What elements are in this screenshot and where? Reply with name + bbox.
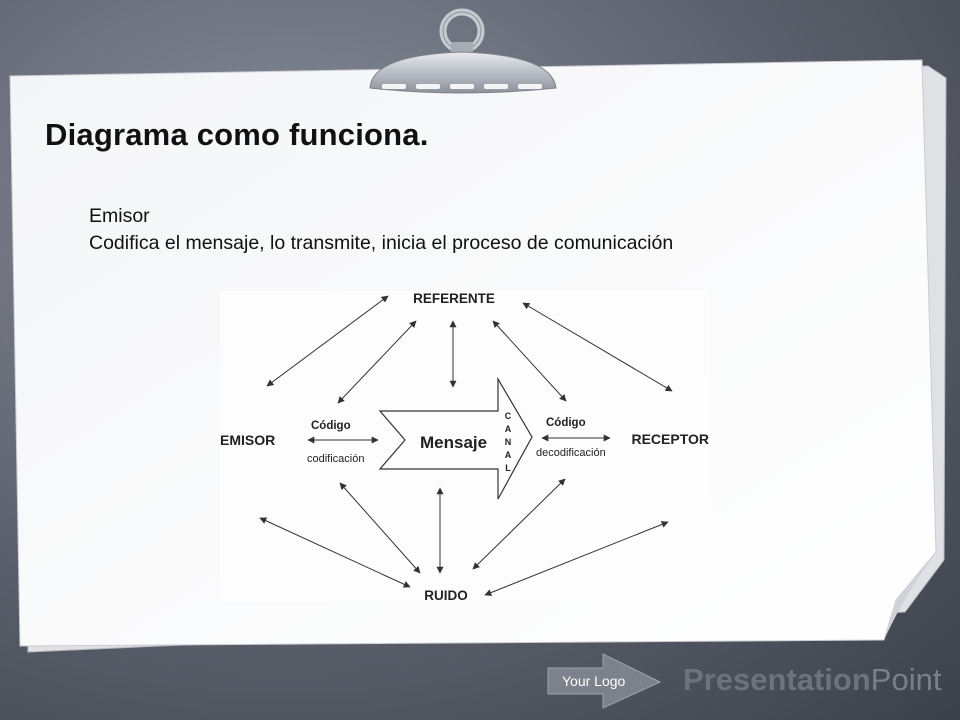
body-line-emisor: Emisor — [89, 205, 150, 227]
canal-letter: A — [505, 450, 512, 460]
arrow-referente-emisor — [266, 295, 389, 387]
node-emisor: EMISOR — [220, 432, 275, 448]
slide-title: Diagrama como funciona. — [45, 117, 429, 152]
arrow-codigo-ruido — [339, 482, 421, 574]
presentation-point-brand: PresentationPoint — [683, 662, 941, 698]
label-codificacion: codificación — [307, 453, 364, 465]
label-codigo-left: Código — [311, 420, 351, 432]
node-ruido: RUIDO — [424, 588, 468, 602]
arrow-receptor-ruido — [484, 521, 669, 596]
brand-part-presentation: Presentation — [683, 662, 871, 697]
node-receptor: RECEPTOR — [631, 431, 709, 447]
body-line-description: Codifica el mensaje, lo transmite, inici… — [89, 232, 674, 254]
canal-letter: N — [505, 437, 512, 447]
arrow-decodigo-ruido — [472, 478, 566, 570]
your-logo-label: Your Logo — [562, 673, 626, 689]
node-mensaje: Mensaje — [420, 433, 487, 452]
diagram-canvas: REFERENTE EMISOR RECEPTOR RUIDO Mensaje … — [220, 291, 709, 602]
mensaje-arrow-shape — [378, 376, 533, 500]
arrow-emisor-ruido — [259, 517, 411, 588]
canal-letter: C — [505, 411, 512, 421]
slide-body: Emisor Codifica el mensaje, lo transmite… — [89, 203, 673, 257]
label-codigo-right: Código — [546, 417, 586, 429]
brand-part-point: Point — [870, 662, 942, 697]
logo-arrow-icon — [547, 653, 662, 709]
canal-letter: A — [505, 424, 512, 434]
node-referente: REFERENTE — [413, 291, 495, 306]
arrow-referente-receptor — [522, 302, 673, 392]
communication-diagram: REFERENTE EMISOR RECEPTOR RUIDO Mensaje … — [220, 291, 710, 602]
arrow-referente-codigo — [337, 320, 417, 404]
binder-clip-icon — [369, 8, 557, 94]
label-decodificacion: decodificación — [536, 447, 606, 459]
canal-letter: L — [505, 463, 511, 473]
